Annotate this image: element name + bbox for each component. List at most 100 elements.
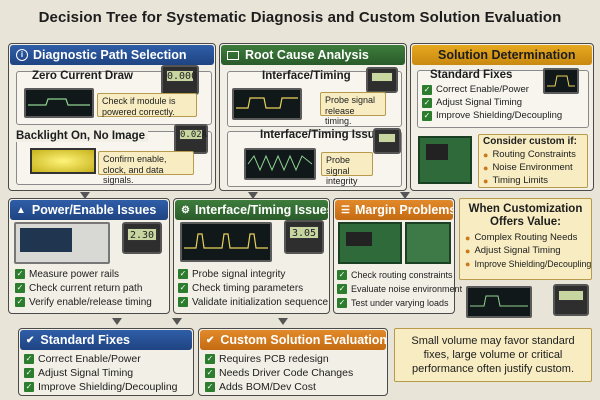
- bottom-standard-item: ✓Improve Shielding/Decoupling: [24, 381, 178, 393]
- bullet-icon: ●: [465, 246, 471, 257]
- zero-current-note: Check if module is powered correctly.: [97, 93, 197, 117]
- arrow-down-icon: [278, 318, 288, 325]
- bullet-icon: ●: [483, 149, 489, 160]
- check-icon: ✔: [206, 334, 215, 346]
- checkbox-icon: ✓: [337, 284, 347, 294]
- margin-header: ☰ Margin Problems: [335, 200, 453, 220]
- checkbox-icon: ✓: [178, 269, 188, 279]
- power-item: ✓Measure power rails: [15, 268, 120, 280]
- checkbox-icon: ✓: [15, 297, 25, 307]
- consider-custom-box: Consider custom if: ●Routing Constraints…: [478, 134, 588, 188]
- warning-icon: ▲: [16, 204, 26, 216]
- checkbox-icon: ✓: [337, 298, 347, 308]
- bottom-standard-header: ✔ Standard Fixes: [20, 330, 192, 350]
- arrow-down-icon: [400, 192, 410, 199]
- arrow-down-icon: [172, 318, 182, 325]
- root-cause-header: Root Cause Analysis: [221, 45, 405, 65]
- oscilloscope-icon: [24, 88, 94, 118]
- margin-item: ✓Check routing constraints: [337, 270, 453, 280]
- custom-eval-header: ✔ Custom Solution Evaluation: [200, 330, 386, 350]
- checkbox-icon: ✓: [178, 297, 188, 307]
- checkbox-icon: ✓: [422, 110, 432, 121]
- arrow-down-icon: [80, 192, 90, 199]
- consider-item: ●Routing Constraints: [483, 148, 576, 160]
- custom-meter-icon: [553, 284, 589, 316]
- timing-meter-icon: [366, 67, 398, 93]
- bottom-standard-header-label: Standard Fixes: [40, 333, 131, 347]
- custom-eval-item: ✓Needs Driver Code Changes: [205, 367, 354, 379]
- solution-standard-item: ✓Improve Shielding/Decoupling: [422, 110, 563, 121]
- check-icon: ✔: [26, 334, 35, 346]
- zero-current-label: Zero Current Draw: [32, 70, 133, 82]
- custom-eval-item: ✓Requires PCB redesign: [205, 353, 329, 365]
- checkbox-icon: ✓: [422, 97, 432, 108]
- checkbox-icon: ✓: [337, 270, 347, 280]
- bullet-icon: ●: [465, 259, 471, 270]
- customization-title: When Customization Offers Value:: [468, 203, 583, 228]
- backlight-meter: 0.02A: [179, 129, 208, 140]
- info-icon: i: [16, 49, 28, 61]
- checkbox-icon: ✓: [178, 283, 188, 293]
- custom-eval-item: ✓Adds BOM/Dev Cost: [205, 381, 316, 393]
- checkbox-icon: ✓: [422, 84, 432, 95]
- power-enable-header-label: Power/Enable Issues: [31, 203, 157, 217]
- timing-scope-icon: [232, 88, 302, 120]
- gear-icon: ⚙: [181, 204, 190, 216]
- timing-label: Interface/Timing: [262, 70, 351, 82]
- interface-scope-icon: [180, 222, 272, 262]
- solution-standard-item: ✓Correct Enable/Power: [422, 84, 529, 95]
- consider-custom-label: Consider custom if:: [483, 136, 577, 147]
- checkbox-icon: ✓: [205, 354, 215, 364]
- power-enable-header: ▲ Power/Enable Issues: [10, 200, 168, 220]
- checkbox-icon: ✓: [24, 382, 34, 392]
- issues-waveform-icon: [247, 154, 313, 172]
- interface-checklist: ✓Probe signal integrity ✓Check timing pa…: [178, 267, 328, 309]
- custom-waveform-icon: [470, 295, 528, 307]
- multimeter-icon: 0.000: [161, 65, 199, 95]
- interface-item: ✓Probe signal integrity: [178, 268, 286, 280]
- margin-item: ✓Test under varying loads: [337, 298, 449, 308]
- bottom-standard-item: ✓Adjust Signal Timing: [24, 367, 134, 379]
- diagnostic-header: i Diagnostic Path Selection: [10, 45, 214, 65]
- interface-item: ✓Check timing parameters: [178, 282, 304, 294]
- arrow-down-icon: [248, 192, 258, 199]
- custom-eval-header-label: Custom Solution Evaluation: [220, 333, 386, 347]
- backlit-display-icon: [30, 148, 96, 174]
- interface-waveform-icon: [184, 233, 268, 249]
- interface-meter-display: 3.05: [289, 226, 319, 239]
- customization-box: When Customization Offers Value: ●Comple…: [459, 198, 592, 280]
- root-cause-header-label: Root Cause Analysis: [245, 48, 369, 62]
- checkbox-icon: ✓: [205, 382, 215, 392]
- power-meter-icon: 2.30: [122, 222, 162, 254]
- sliders-icon: ☰: [341, 204, 350, 216]
- waveform-icon: [28, 98, 90, 106]
- folder-icon: [227, 50, 239, 60]
- customization-item: ●Adjust Signal Timing: [465, 245, 561, 257]
- solution-waveform-icon: [547, 75, 575, 87]
- bottom-standard-item: ✓Correct Enable/Power: [24, 353, 141, 365]
- timing-note: Probe signal release timing.: [320, 92, 386, 126]
- power-supply-icon: [14, 222, 110, 264]
- consider-item: ●Noise Environment: [483, 161, 573, 173]
- interface-timing-header-label: Interface/Timing Issues: [194, 203, 328, 217]
- margin-item: ✓Evaluate noise environment: [337, 284, 463, 294]
- issues-meter-icon: [373, 128, 401, 154]
- page-title: Decision Tree for Systematic Diagnosis a…: [38, 9, 562, 26]
- ammeter-icon: 0.02A: [174, 124, 208, 154]
- checkbox-icon: ✓: [205, 368, 215, 378]
- timing-meter-display: [371, 72, 393, 82]
- bottom-standard-list: ✓Correct Enable/Power ✓Adjust Signal Tim…: [24, 352, 178, 394]
- checkbox-icon: ✓: [24, 354, 34, 364]
- custom-eval-list: ✓Requires PCB redesign ✓Needs Driver Cod…: [205, 352, 353, 394]
- backlight-note: Confirm enable, clock, and data signals.: [98, 151, 194, 185]
- solution-standard-list: ✓Correct Enable/Power ✓Adjust Signal Tim…: [422, 83, 562, 122]
- zero-current-meter: 0.000: [166, 70, 198, 82]
- interface-item: ✓Validate initialization sequence: [178, 296, 329, 308]
- margin-checklist: ✓Check routing constraints ✓Evaluate noi…: [337, 268, 462, 310]
- issues-scope-icon: [244, 148, 316, 180]
- issues-meter-display: [378, 133, 396, 143]
- solution-standard-item: ✓Adjust Signal Timing: [422, 97, 523, 108]
- arrow-down-icon: [112, 318, 122, 325]
- checkbox-icon: ✓: [15, 269, 25, 279]
- custom-meter-display: [558, 290, 584, 301]
